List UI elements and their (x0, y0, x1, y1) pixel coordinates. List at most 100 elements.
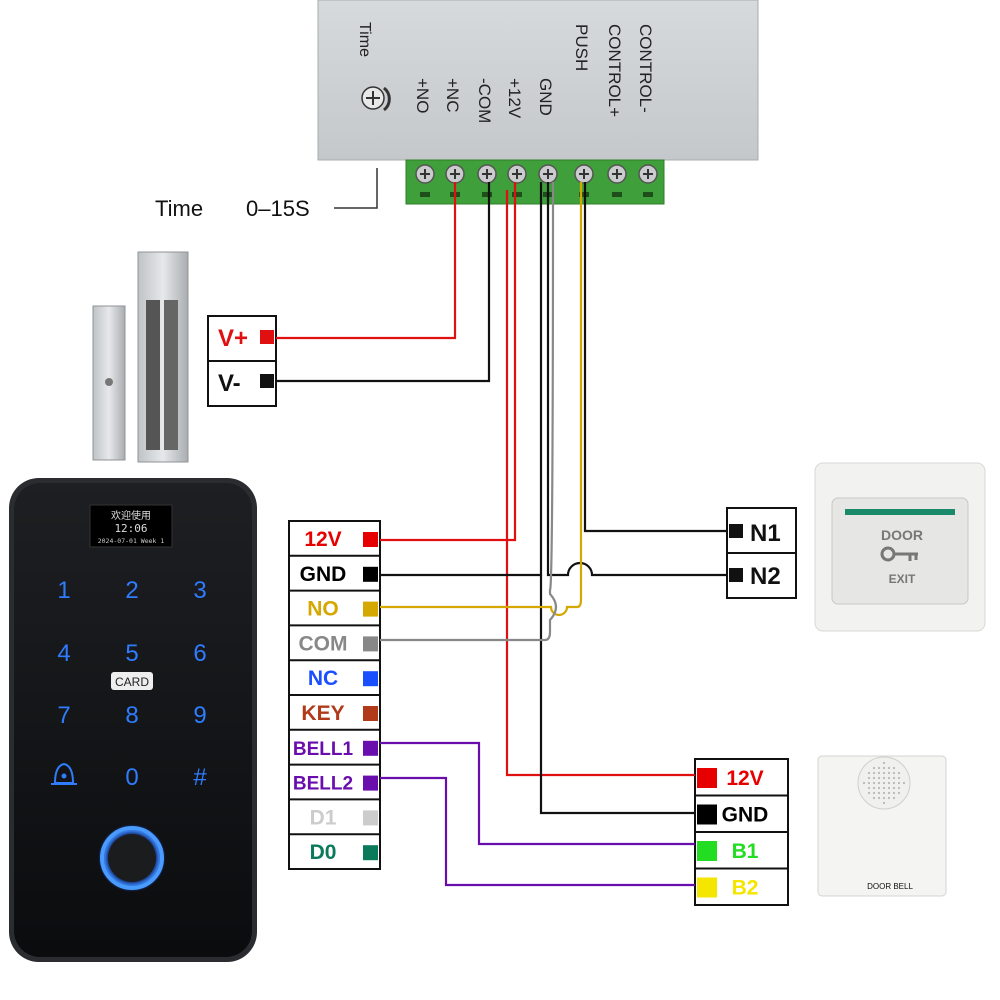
wire-keypad-12v (380, 182, 517, 542)
fingerprint-ring (100, 826, 164, 890)
time-knob-label: Time (356, 22, 373, 57)
bell-key-icon[interactable] (51, 762, 77, 785)
key-7[interactable]: 7 (57, 702, 70, 729)
key-8[interactable]: 8 (125, 702, 138, 729)
terminal-label-7: CONTROL- (636, 24, 655, 113)
lock-terminal-block: V+ V- (207, 315, 277, 407)
wire-exit-n2 (546, 182, 727, 577)
keypad-terminal-label-12v: 12V (304, 528, 341, 551)
terminal-screws (415, 164, 658, 197)
keypad-terminal-label-d1: D1 (310, 806, 337, 829)
keypad-terminal-label-bell2: BELL2 (293, 774, 353, 795)
vminus-pin (260, 374, 274, 388)
keypad-keys: 1 2 3 4 5 6 7 8 9 0 # (57, 577, 207, 791)
wire-bell-gnd (539, 575, 695, 815)
wire-bell2 (380, 776, 695, 887)
terminal-screw-icon[interactable] (415, 164, 435, 197)
card-label: CARD (115, 675, 149, 689)
wire-bell-12v (505, 190, 695, 777)
armature-screw-icon (105, 378, 113, 386)
door-bell-device: DOOR BELL (817, 755, 947, 897)
key-hash[interactable]: # (193, 764, 207, 791)
keypad-terminal-label-gnd: GND (300, 563, 347, 586)
terminal-screw-icon[interactable] (638, 164, 658, 197)
wire-lock-vplus (276, 182, 457, 340)
speaker-grille (862, 761, 906, 805)
bell-terminal-pin-b1 (697, 841, 717, 861)
lock-coil-right (164, 300, 178, 450)
screen-time-text: 12:06 (114, 522, 147, 535)
key-icon (880, 546, 918, 562)
key-2[interactable]: 2 (125, 577, 138, 604)
keypad-terminal-pin-com (363, 636, 378, 652)
keypad-terminal-pin-nc (363, 671, 378, 687)
keypad-terminal-label-bell1: BELL1 (293, 739, 354, 760)
terminal-label-3: +12V (505, 78, 524, 119)
wire-keypad-no (380, 182, 583, 617)
terminal-label-4: GND (536, 78, 555, 116)
keypad-terminal-label-d0: D0 (310, 841, 337, 864)
bell-terminal-label-gnd: GND (722, 804, 769, 827)
terminal-screw-icon[interactable] (477, 164, 497, 197)
vplus-label: V+ (218, 325, 248, 352)
screen-date-text: 2024-07-01 Week 1 (98, 537, 165, 545)
exit-button-device: DOOR EXIT (814, 462, 986, 632)
door-bell-body (817, 755, 947, 897)
key-1[interactable]: 1 (57, 577, 70, 604)
vplus-pin (260, 330, 274, 344)
exit-button-exit-text: EXIT (889, 572, 916, 586)
wire-bell1 (380, 741, 695, 846)
n1-label: N1 (750, 520, 781, 547)
terminal-label-2: -COM (475, 78, 494, 123)
terminal-block (405, 159, 665, 205)
keypad-terminal-pin-no (363, 601, 378, 617)
magnetic-lock (92, 251, 189, 463)
n2-label: N2 (750, 563, 781, 590)
bell-terminal-pin-12v (697, 768, 717, 788)
keypad-terminal-pin-key (363, 706, 378, 721)
key-3[interactable]: 3 (193, 577, 206, 604)
door-bell-label: DOOR BELL (867, 882, 913, 891)
n1-pin (729, 524, 743, 538)
wire-lock-vminus (276, 182, 491, 383)
time-range-label: 0–15S (246, 196, 310, 221)
key-4[interactable]: 4 (57, 640, 70, 667)
exit-button-indicator (845, 509, 955, 515)
terminal-screw-icon[interactable] (607, 164, 627, 197)
terminal-label-0: +NO (413, 78, 432, 113)
terminal-label-1: +NC (443, 78, 462, 112)
exit-terminal-block: N1 N2 (726, 507, 797, 599)
keypad-terminal-label-no: NO (307, 598, 339, 621)
terminal-label-5: PUSH (572, 24, 591, 71)
terminal-label-6: CONTROL+ (605, 24, 624, 117)
vminus-label: V- (218, 370, 241, 397)
wire-exit-n1 (583, 182, 727, 533)
keypad-terminal-pin-d1 (363, 810, 378, 826)
keypad-terminal-pin-bell2 (363, 775, 378, 791)
wires (276, 181, 727, 887)
key-0[interactable]: 0 (125, 764, 138, 791)
lock-body (137, 251, 189, 463)
keypad-terminal-pin-gnd (363, 566, 378, 582)
terminal-screw-icon[interactable] (574, 164, 594, 197)
key-9[interactable]: 9 (193, 702, 206, 729)
key-6[interactable]: 6 (193, 640, 206, 667)
power-supply: Time +NO +NC -COM +12V GND PUSH CONTROL+ CONTRO… (317, 0, 759, 205)
time-knob-arc-icon (382, 86, 391, 112)
keypad-terminal-pin-12v (363, 532, 378, 547)
power-supply-body (317, 0, 759, 161)
fingerprint-sensor-icon[interactable] (108, 834, 156, 882)
exit-button-press[interactable] (831, 497, 969, 605)
keypad-terminal-label-nc: NC (308, 667, 338, 690)
bell-terminal-label-b1: B1 (732, 840, 759, 863)
time-callout-label: Time (155, 196, 203, 221)
keypad-terminal-label-key: KEY (301, 702, 344, 725)
bell-terminal-label-12v: 12V (726, 767, 763, 790)
bell-terminal-pin-b2 (697, 877, 717, 898)
terminal-screw-icon[interactable] (507, 164, 527, 197)
key-5[interactable]: 5 (125, 640, 138, 667)
keypad-terminal-pin-d0 (363, 845, 378, 861)
